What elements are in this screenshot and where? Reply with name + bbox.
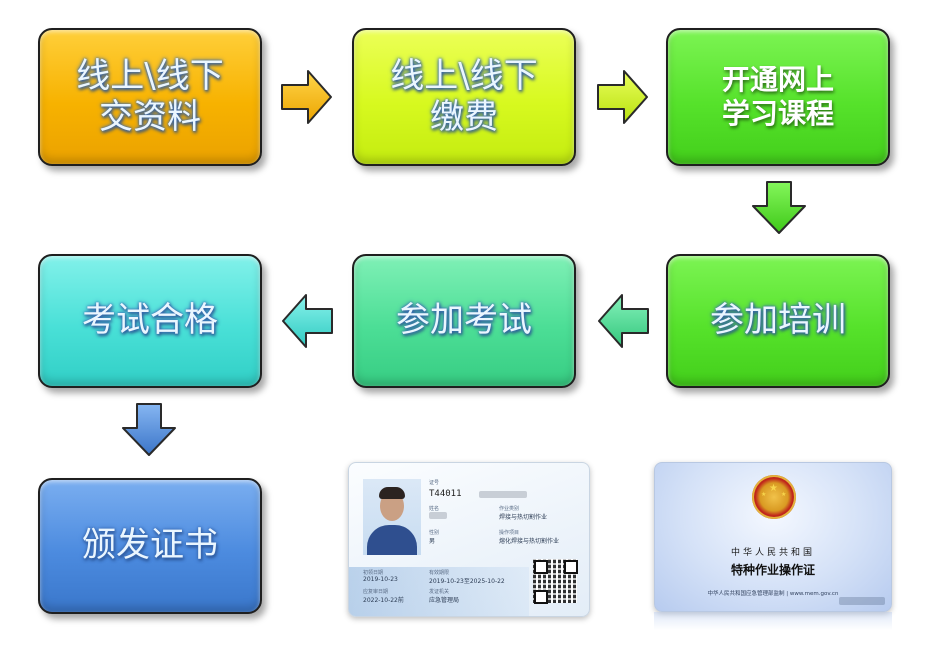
review: 2022-10-22前 xyxy=(363,597,404,604)
cert-footer: 中华人民共和国应急管理部监制 | www.mem.gov.cn xyxy=(707,591,839,597)
arrow-right-icon xyxy=(281,70,332,124)
step-pass-exam: 考试合格 xyxy=(38,254,262,388)
step-online-courses: 开通网上 学习课程 xyxy=(666,28,890,166)
step-line: 颁发证书 xyxy=(82,525,218,566)
cert-country: 中华人民共和国 xyxy=(730,548,815,558)
blurred-name xyxy=(429,512,447,519)
category: 焊接与热切割作业 xyxy=(499,514,548,521)
step-line: 开通网上 xyxy=(721,62,834,96)
label-first-issue: 初领日期 xyxy=(363,570,384,576)
authority: 应急管理局 xyxy=(429,597,460,604)
first-issue: 2019-10-23 xyxy=(363,576,398,583)
step-line: 参加培训 xyxy=(710,300,846,341)
cert-reflection xyxy=(654,612,892,630)
cert-title: 特种作业操作证 xyxy=(730,563,815,577)
label-item: 操作项目 xyxy=(499,530,520,536)
certificate-cover: ★ ★ ★ 中华人民共和国 特种作业操作证 中华人民共和国应急管理部监制 | w… xyxy=(654,462,892,612)
valid: 2019-10-23至2025-10-22 xyxy=(429,578,505,585)
label-name: 姓名 xyxy=(429,506,440,512)
arrow-left-icon xyxy=(598,294,649,348)
blurred-number xyxy=(479,491,527,498)
national-emblem-icon: ★ ★ ★ xyxy=(752,475,796,519)
label-review: 应复审日期 xyxy=(363,589,389,595)
step-line: 线上\线下 xyxy=(76,55,224,96)
label-number: 证号 xyxy=(429,480,440,486)
step-line: 参加考试 xyxy=(396,300,532,341)
arrow-down-icon xyxy=(122,403,176,456)
step-issue-certificate: 颁发证书 xyxy=(38,478,262,614)
step-line: 学习课程 xyxy=(721,97,834,130)
step-line: 缴费 xyxy=(430,97,498,137)
step-submit-materials: 线上\线下 交资料 xyxy=(38,28,262,166)
sex: 男 xyxy=(429,538,436,545)
step-attend-training: 参加培训 xyxy=(666,254,890,388)
label-category: 作业类别 xyxy=(499,506,520,512)
operation-id-card: 证号 T44011 姓名 作业类别 焊接与热切割作业 性别 男 操作项目 熔化焊… xyxy=(348,462,590,617)
label-authority: 发证机关 xyxy=(429,589,450,595)
arrow-left-icon xyxy=(282,294,333,348)
arrow-down-icon xyxy=(752,181,806,234)
step-pay-fees: 线上\线下 缴费 xyxy=(352,28,576,166)
step-take-exam: 参加考试 xyxy=(352,254,576,388)
item: 熔化焊接与热切割作业 xyxy=(499,538,560,545)
card-number: T44011 xyxy=(429,489,462,499)
label-valid: 有效期限 xyxy=(429,570,450,576)
holder-photo xyxy=(363,479,421,555)
arrow-right-icon xyxy=(597,70,648,124)
step-line: 线上\线下 xyxy=(390,55,538,96)
step-line: 交资料 xyxy=(99,97,201,137)
label-sex: 性别 xyxy=(429,530,440,536)
watermark xyxy=(839,597,885,605)
step-line: 考试合格 xyxy=(82,300,218,341)
card-band xyxy=(349,567,529,616)
